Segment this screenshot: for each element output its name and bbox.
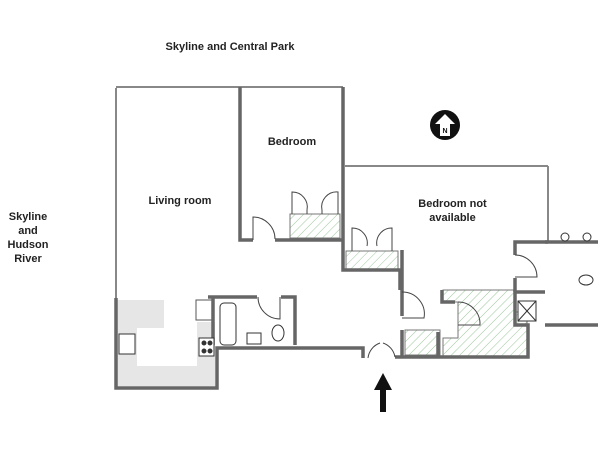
svg-text:N: N [442, 128, 447, 135]
view-left-line1: Skyline and [8, 211, 48, 237]
view-left-line2: Hudson River [7, 239, 49, 265]
closets [289, 213, 528, 357]
north-compass-icon: N [430, 110, 460, 140]
toilet-icon [271, 324, 285, 342]
fixtures [118, 232, 594, 357]
bedroom-na-line2: available [429, 212, 476, 224]
room-label-bedroom: Bedroom [267, 136, 317, 148]
sink-icon [560, 232, 570, 242]
walls [114, 87, 598, 390]
entrance-arrow-icon [374, 373, 392, 412]
toilet-icon [578, 274, 594, 286]
view-left-label: Skyline and Hudson River [0, 210, 56, 266]
room-label-bedroom-not-available: Bedroom not available [400, 197, 505, 225]
windows [115, 86, 549, 298]
stove-icon [198, 337, 215, 357]
room-label-living-room: Living room [148, 195, 212, 207]
bathtub-icon [219, 302, 237, 346]
bathroom-sink-icon [246, 332, 262, 345]
doors [252, 191, 538, 359]
sink-icon [582, 232, 592, 242]
view-top-label: Skyline and Central Park [165, 41, 295, 53]
kitchen-sink-icon [118, 333, 136, 355]
bedroom-na-line1: Bedroom not [418, 198, 487, 210]
